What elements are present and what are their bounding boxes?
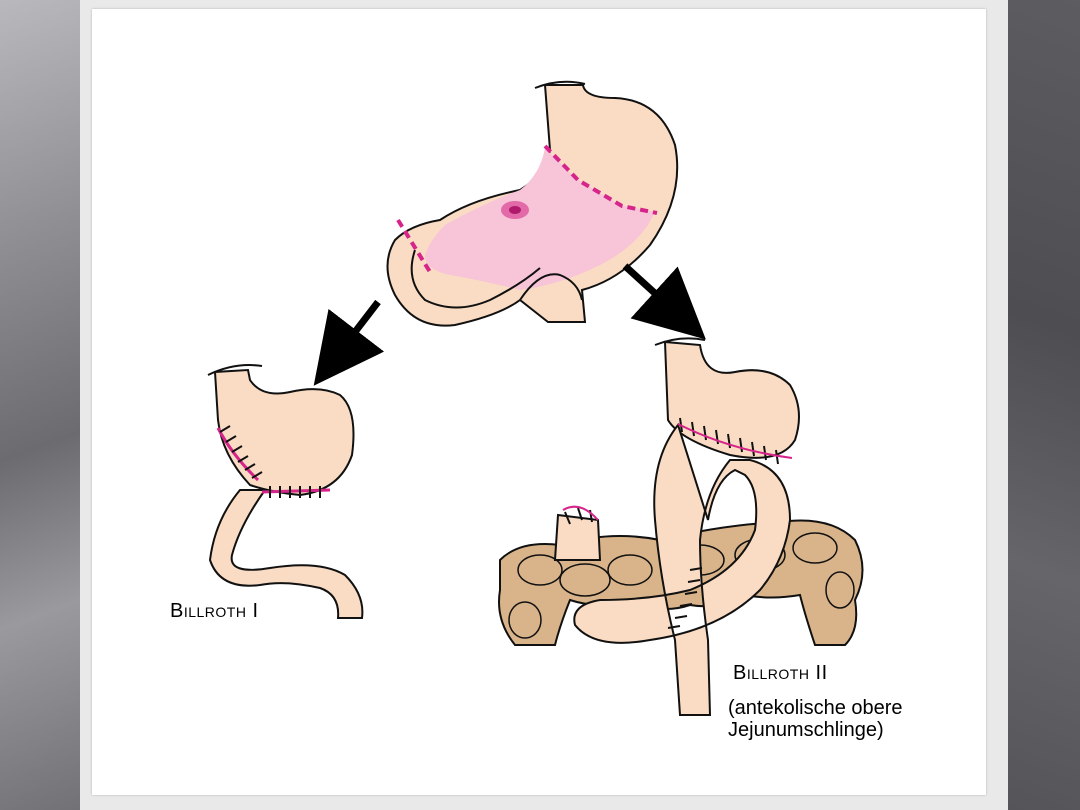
arrow-to-billroth-2: [622, 263, 706, 340]
billroth-2-label: Billroth II: [733, 662, 828, 684]
billroth-2-detail-line-2: Jejunumschlinge): [728, 719, 884, 741]
original-stomach: [386, 80, 679, 327]
billroth-2-detail-line-1: (antekolische obere: [728, 697, 903, 719]
billroth-1-illustration: [207, 364, 364, 619]
left-background-strip: [0, 0, 80, 810]
billroth-2-illustration: [498, 337, 864, 716]
billroth-1-label: Billroth I: [170, 600, 259, 622]
arrow-to-billroth-1: [313, 299, 385, 386]
right-background-strip: [1008, 0, 1080, 810]
